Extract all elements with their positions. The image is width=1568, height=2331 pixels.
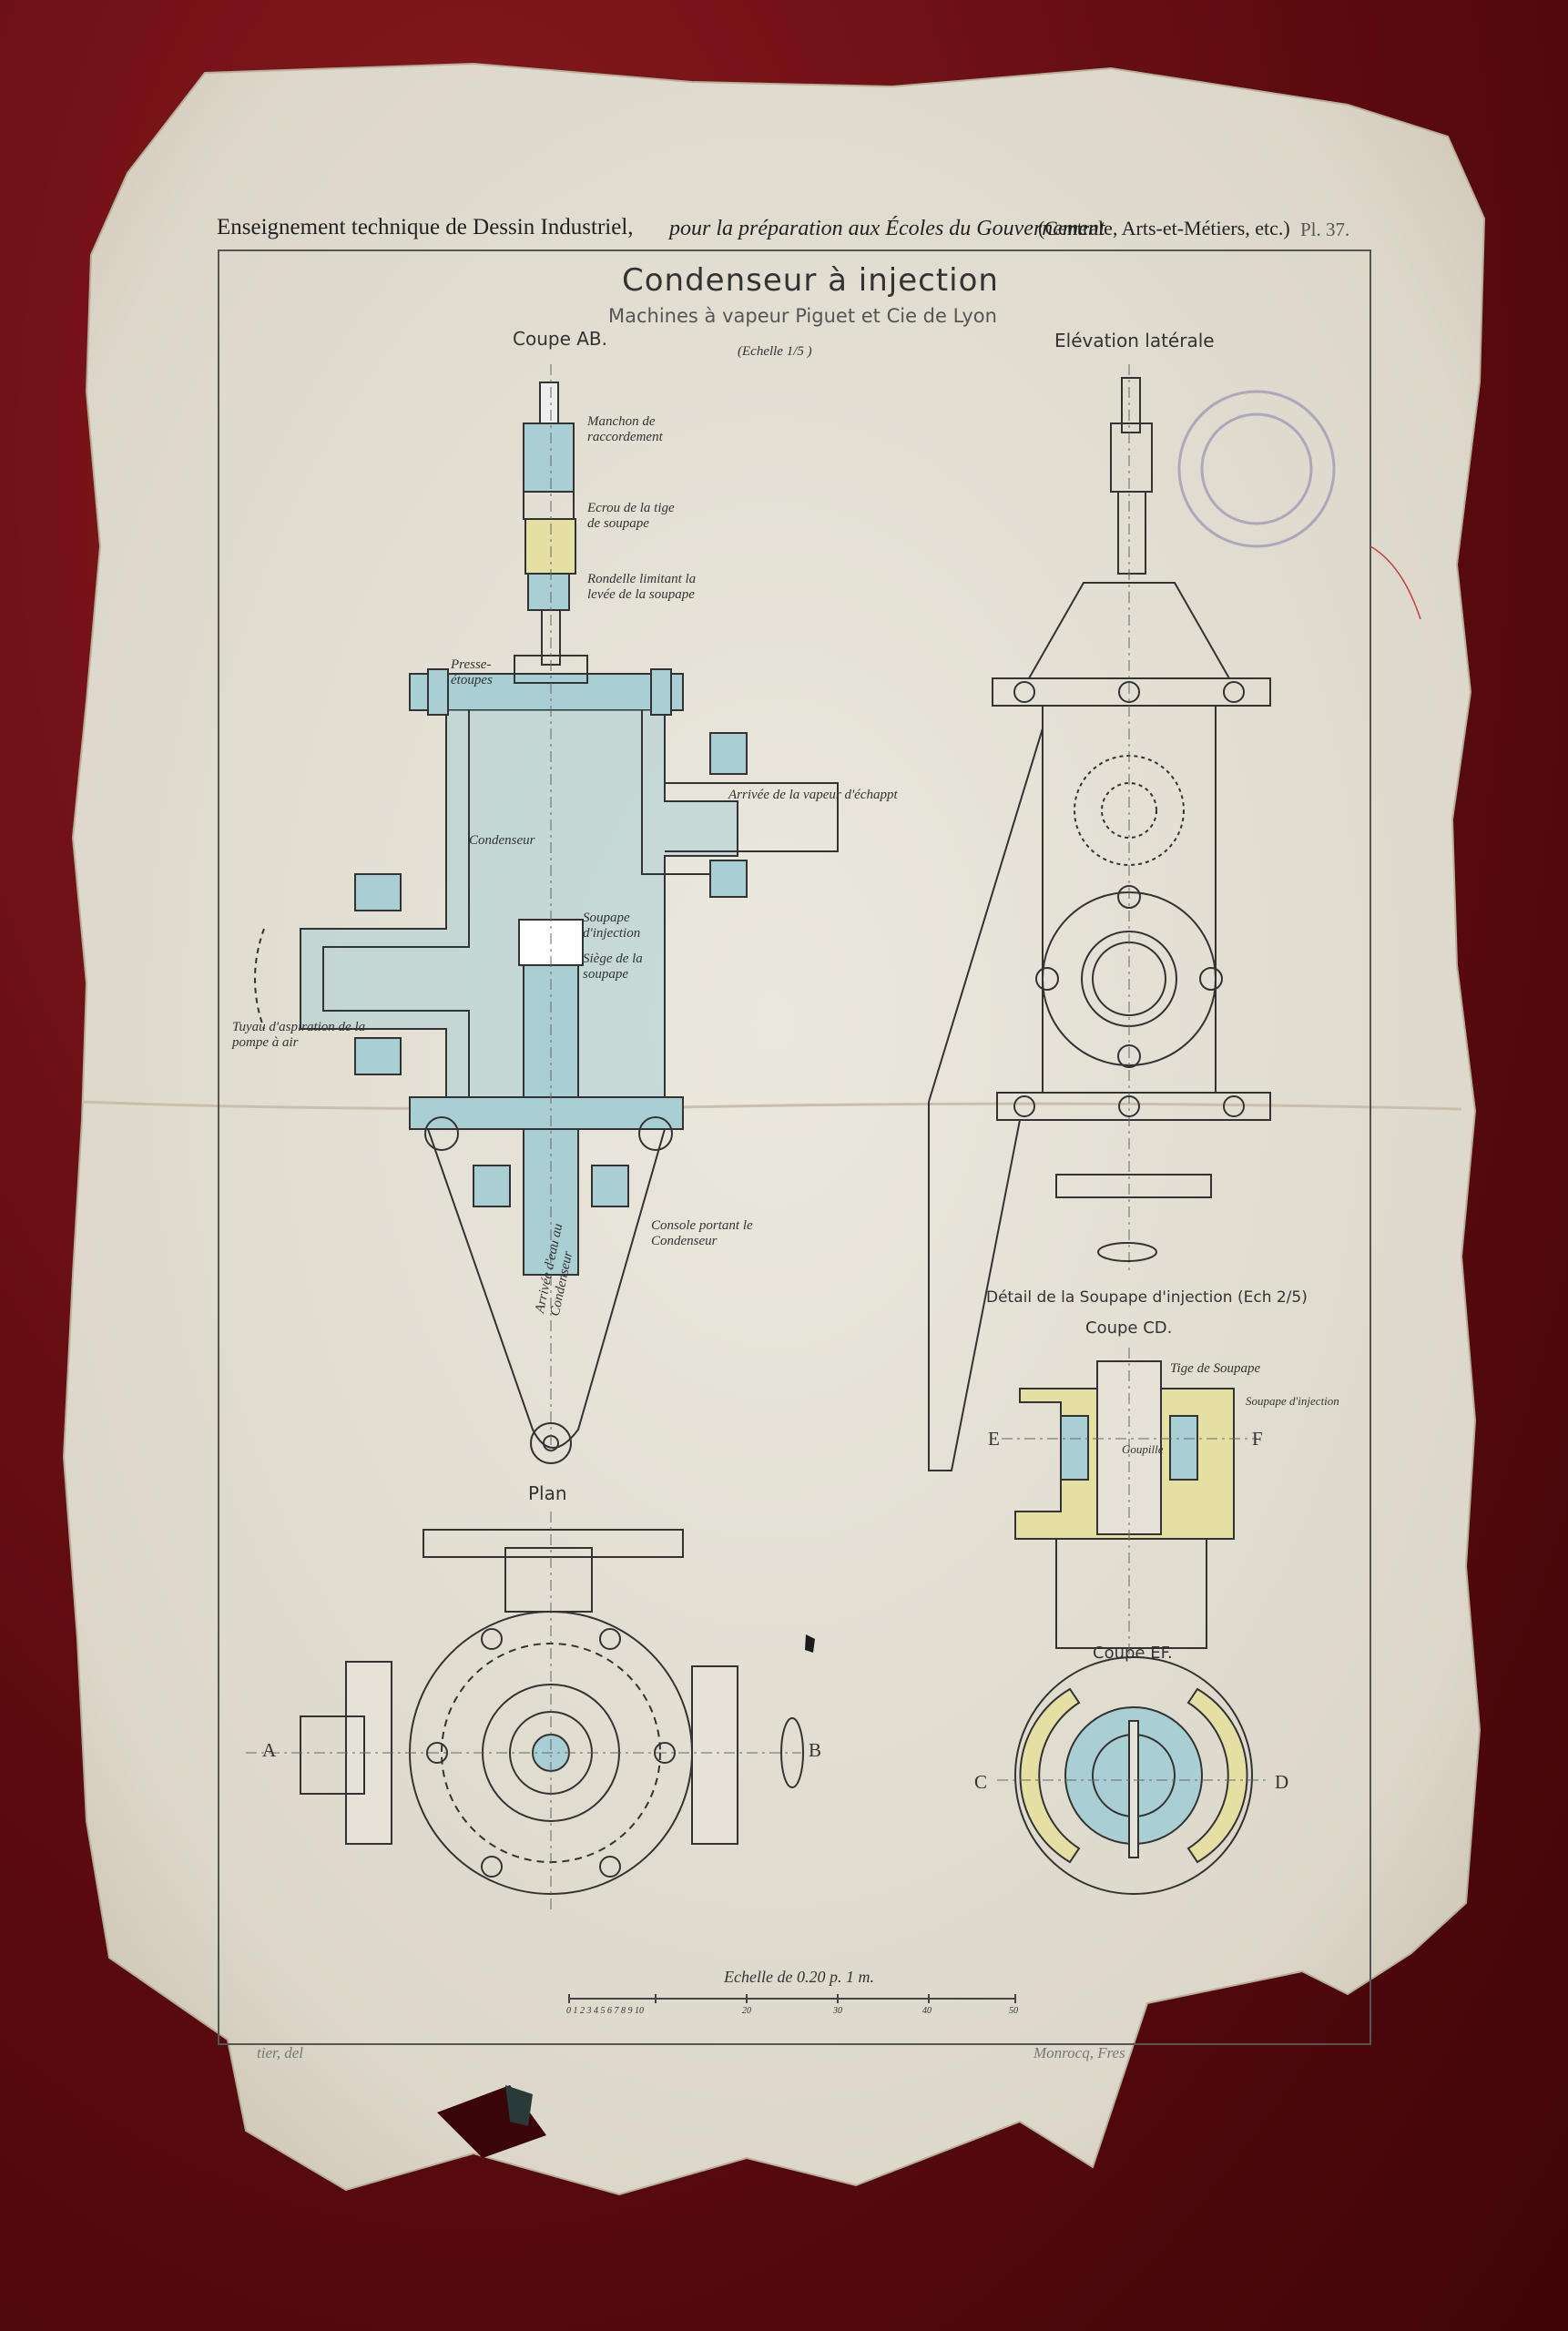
header-middle: pour la préparation aux Écoles du Gouver… [669,217,1105,240]
note-console: Console portant le Condenseur [651,1218,753,1248]
coupe-cd-drawing [1002,1348,1257,1657]
note-manchon: Manchon de raccordement [587,414,663,444]
scale-bar-graphic [568,1994,1016,2003]
scale-bar-tick: 20 [742,2006,751,2016]
note-goupille: Goupille [1122,1442,1164,1456]
section-letter-c: C [974,1771,988,1793]
header-right: (Centrale, Arts-et-Métiers, etc.) [1038,217,1290,239]
note-presse-etoupes: Presse- étoupes [451,657,493,687]
view-title-coupe-ef: Coupe EF. [1093,1644,1173,1663]
page-title: Condenseur à injection [622,262,999,299]
paper-sheet [62,62,1486,2196]
paper-hole [505,2085,533,2126]
view-title-coupe-cd: Coupe CD. [1085,1318,1173,1338]
note-soupape-detail: Soupape d'injection [1246,1394,1339,1408]
section-letter-b: B [809,1739,822,1761]
section-letter-e: E [988,1428,1000,1450]
note-condenseur: Condenseur [469,833,535,848]
header-left: Enseignement technique de Dessin Industr… [217,215,634,239]
scale-bar-tick: 40 [922,2006,932,2016]
scale-bar-label: Echelle de 0.20 p. 1 m. [724,1968,874,1986]
note-rondelle: Rondelle limitant la levée de la soupape [587,572,697,602]
pencil-mark [1369,545,1421,620]
view-title-detail: Détail de la Soupape d'injection (Ech 2/… [986,1288,1308,1307]
note-arrivee-vapeur: Arrivée de la vapeur d'échappt [728,788,898,802]
museum-stamp [1177,390,1336,548]
section-letter-d: D [1275,1771,1289,1793]
view-title-coupe-ab: Coupe AB. [513,328,607,350]
section-letter-f: F [1252,1428,1263,1450]
plate-frame [218,249,1371,2045]
paper-fold [81,1100,1462,1111]
scale-note: (Echelle 1/5 ) [738,344,812,359]
view-title-plan: Plan [528,1482,567,1504]
paper-hole [805,1634,815,1653]
plate-number: Pl. 37. [1300,219,1350,240]
plan-drawing [246,1512,804,1912]
note-soupape-injection: Soupape d'injection [583,911,641,941]
coupe-ef-drawing [997,1656,1270,1895]
footer-right: Monrocq, Fres [1033,2044,1125,2061]
view-title-elevation: Elévation latérale [1054,330,1215,351]
scale-bar-tick: 50 [1009,2006,1018,2016]
note-siege: Siège de la soupape [583,952,643,982]
coupe-ab-drawing [254,364,839,1464]
section-letter-a: A [262,1739,277,1761]
note-tuyau-aspiration: Tuyau d'aspiration de la pompe à air [232,1020,366,1050]
subtitle: Machines à vapeur Piguet et Cie de Lyon [608,305,997,327]
elevation-drawing [928,364,1271,1471]
note-ecrou: Ecrou de la tige de soupape [587,501,675,531]
footer-left: tier, del [257,2044,303,2061]
scale-bar-tick: 0 1 2 3 4 5 6 7 8 9 10 [566,2006,644,2016]
scale-bar-tick: 30 [833,2006,842,2016]
note-tige-soupape: Tige de Soupape [1170,1361,1261,1376]
